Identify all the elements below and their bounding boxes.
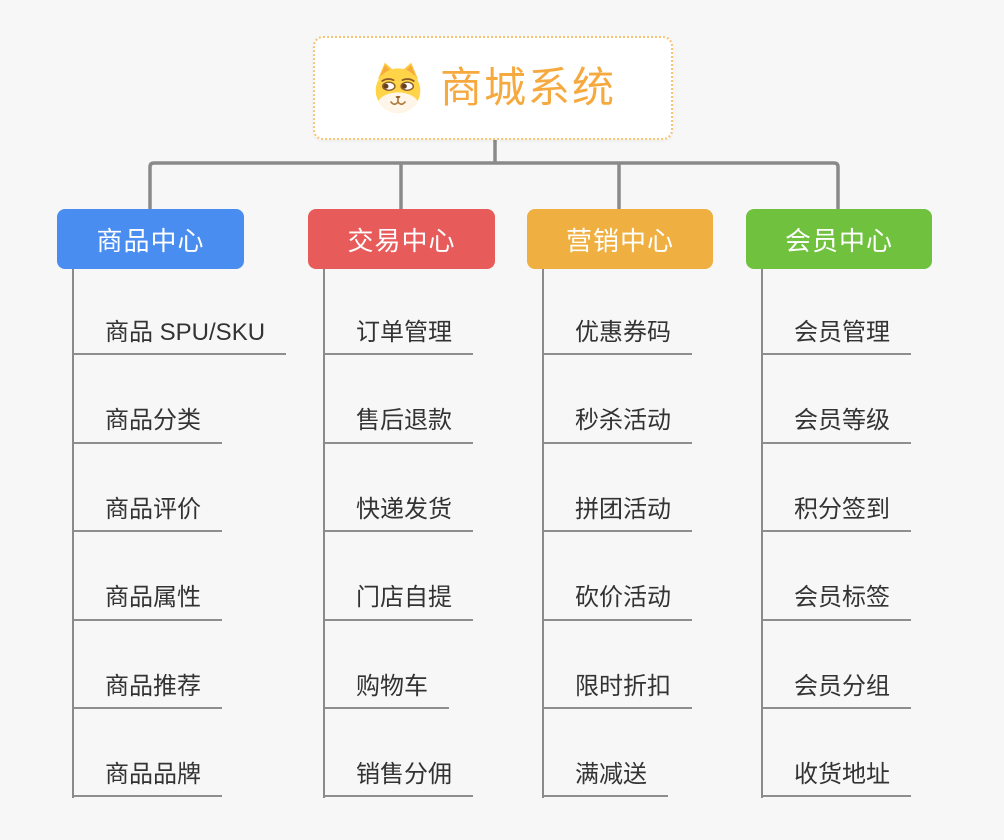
child-topic-label: 限时折扣 (542, 673, 692, 709)
child-topic[interactable]: 商品属性 (72, 532, 302, 621)
child-topic[interactable]: 会员管理 (761, 267, 991, 356)
child-topic-label: 商品推荐 (72, 673, 222, 709)
shiba-dog-icon (375, 62, 421, 113)
child-topic[interactable]: 积分签到 (761, 444, 991, 533)
branch-node-marketing-center[interactable]: 营销中心 (527, 209, 713, 269)
branch-rail-line (148, 161, 840, 209)
child-topic-label: 优惠券码 (542, 319, 692, 356)
child-topic-label: 秒杀活动 (542, 408, 692, 444)
branch-node-product-center[interactable]: 商品中心 (57, 209, 244, 269)
child-list-marketing-center: 优惠券码 秒杀活动 拼团活动 砍价活动 限时折扣 满减送 (542, 267, 772, 799)
child-topic[interactable]: 满减送 (542, 709, 772, 798)
child-list-product-center: 商品 SPU/SKU 商品分类 商品评价 商品属性 商品推荐 商品品牌 (72, 267, 302, 799)
child-topic-label: 门店自提 (323, 584, 473, 621)
child-topic[interactable]: 砍价活动 (542, 532, 772, 621)
branch-node-member-center[interactable]: 会员中心 (746, 209, 932, 269)
root-node[interactable]: 商城系统 (313, 36, 673, 140)
child-topic[interactable]: 销售分佣 (323, 709, 553, 798)
child-topic[interactable]: 拼团活动 (542, 444, 772, 533)
child-topic-label: 售后退款 (323, 408, 473, 444)
child-topic-label: 快递发货 (323, 496, 473, 533)
child-topic[interactable]: 秒杀活动 (542, 355, 772, 444)
child-topic-label: 会员标签 (761, 584, 911, 621)
child-list-member-center: 会员管理 会员等级 积分签到 会员标签 会员分组 收货地址 (761, 267, 991, 799)
child-topic[interactable]: 快递发货 (323, 444, 553, 533)
child-list-trade-center: 订单管理 售后退款 快递发货 门店自提 购物车 销售分佣 (323, 267, 553, 799)
child-topic-label: 积分签到 (761, 496, 911, 533)
child-topic[interactable]: 商品 SPU/SKU (72, 267, 302, 356)
child-topic-label: 销售分佣 (323, 761, 473, 798)
child-topic[interactable]: 门店自提 (323, 532, 553, 621)
child-topic-label: 会员等级 (761, 408, 911, 444)
child-topic[interactable]: 商品评价 (72, 444, 302, 533)
child-topic[interactable]: 收货地址 (761, 709, 991, 798)
child-topic-label: 商品评价 (72, 496, 222, 533)
child-topic-label: 会员管理 (761, 319, 911, 356)
branch-node-label: 会员中心 (784, 225, 893, 256)
child-topic-label: 会员分组 (761, 673, 911, 709)
branch-node-label: 商品中心 (96, 225, 205, 256)
child-topic-label: 拼团活动 (542, 496, 692, 533)
child-topic[interactable]: 商品推荐 (72, 621, 302, 709)
child-topic[interactable]: 商品品牌 (72, 709, 302, 798)
child-topic[interactable]: 售后退款 (323, 355, 553, 444)
branch-node-label: 交易中心 (347, 225, 456, 256)
child-topic-label: 满减送 (542, 761, 668, 798)
child-topic-label: 砍价活动 (542, 584, 692, 621)
child-topic-label: 购物车 (323, 673, 449, 709)
child-topic-label: 商品 SPU/SKU (72, 319, 287, 356)
child-topic[interactable]: 会员分组 (761, 621, 991, 709)
child-topic-label: 商品分类 (72, 408, 222, 444)
root-node-title: 商城系统 (439, 64, 616, 111)
child-topic[interactable]: 商品分类 (72, 355, 302, 444)
child-topic-label: 收货地址 (761, 761, 911, 798)
child-topic-label: 商品品牌 (72, 761, 222, 798)
child-topic[interactable]: 购物车 (323, 621, 553, 709)
child-topic-label: 商品属性 (72, 584, 222, 621)
child-topic[interactable]: 会员标签 (761, 532, 991, 621)
child-topic[interactable]: 会员等级 (761, 355, 991, 444)
branch-node-trade-center[interactable]: 交易中心 (308, 209, 495, 269)
child-topic[interactable]: 优惠券码 (542, 267, 772, 356)
branch-node-label: 营销中心 (565, 225, 674, 256)
child-topic-label: 订单管理 (323, 319, 473, 356)
child-topic[interactable]: 限时折扣 (542, 621, 772, 709)
child-topic[interactable]: 订单管理 (323, 267, 553, 356)
